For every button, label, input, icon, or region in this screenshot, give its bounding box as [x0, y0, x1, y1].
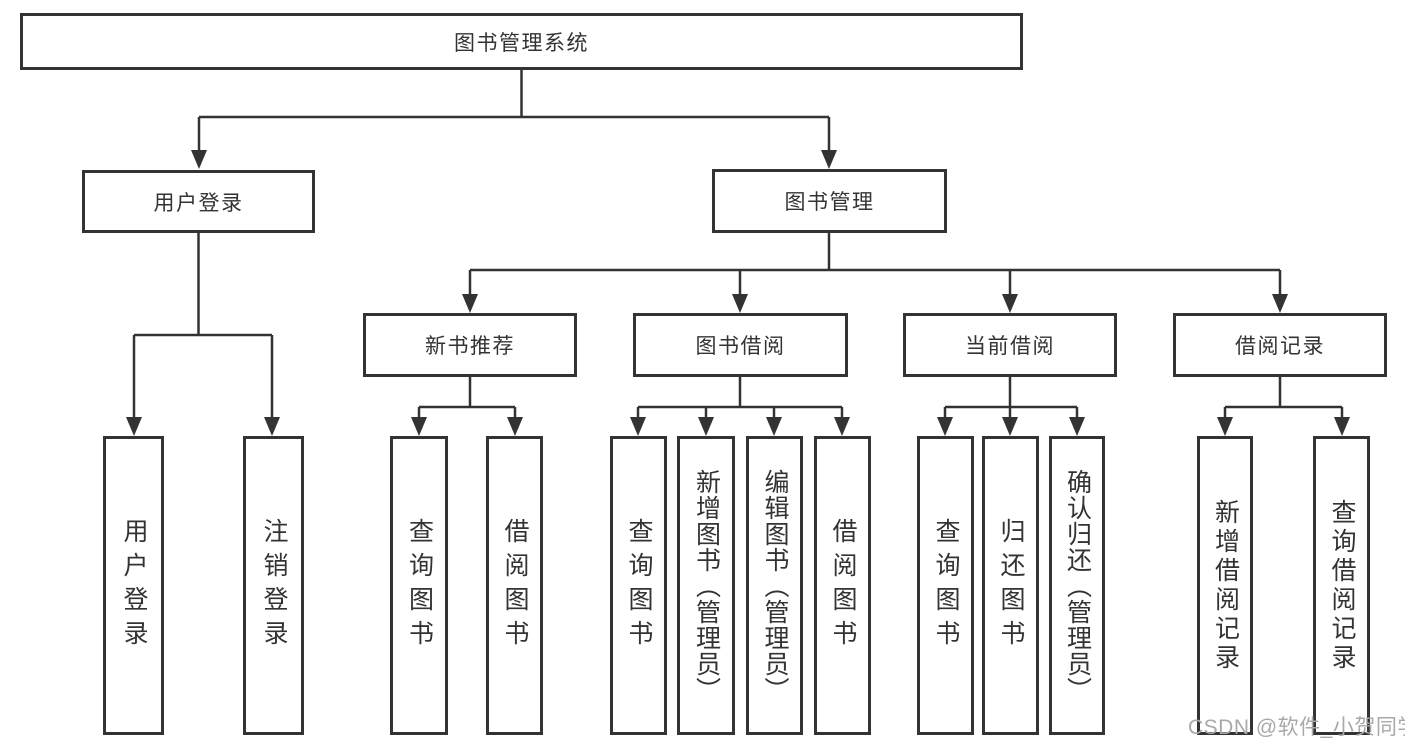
leaf-add-borrow-record: 新增借阅记录 [1197, 436, 1253, 735]
node-borrowing-records: 借阅记录 [1173, 313, 1387, 377]
node-new-book-recommendation: 新书推荐 [363, 313, 577, 377]
node-current-borrowing: 当前借阅 [903, 313, 1117, 377]
node-book-borrowing: 图书借阅 [633, 313, 848, 377]
leaf-label: 查询图书 [932, 517, 960, 654]
leaf-query-books-recommend: 查询图书 [390, 436, 448, 735]
leaf-label: 新增借阅记录 [1211, 498, 1240, 673]
node-book-management: 图书管理 [712, 169, 947, 233]
leaf-label: 注销登录 [260, 517, 288, 654]
leaf-query-books-borrow: 查询图书 [610, 436, 667, 735]
leaf-query-books-current: 查询图书 [917, 436, 974, 735]
leaf-edit-books-admin: 编辑图书（管理员） [746, 436, 803, 735]
leaf-logout: 注销登录 [243, 436, 304, 735]
leaf-label: 用户登录 [120, 517, 148, 654]
leaf-label: 查询图书 [405, 517, 434, 654]
leaf-label: 归还图书 [997, 517, 1025, 654]
leaf-confirm-return-admin: 确认归还（管理员） [1049, 436, 1105, 735]
node-user-login: 用户登录 [82, 170, 315, 233]
leaf-add-books-admin: 新增图书（管理员） [677, 436, 735, 735]
leaf-borrow-books-recommend: 借阅图书 [486, 436, 543, 735]
leaf-label: 编辑图书（管理员） [761, 468, 789, 703]
leaf-label: 借阅图书 [829, 517, 857, 654]
leaf-label: 查询图书 [625, 517, 653, 654]
leaf-label: 确认归还（管理员） [1063, 468, 1092, 703]
leaf-query-borrow-record: 查询借阅记录 [1313, 436, 1370, 735]
node-library-management-system: 图书管理系统 [20, 13, 1023, 70]
leaf-return-books: 归还图书 [982, 436, 1039, 735]
leaf-label: 新增图书（管理员） [692, 468, 721, 703]
csdn-watermark: CSDN @软件_小贺同学 [1188, 716, 1405, 739]
leaf-label: 借阅图书 [501, 517, 529, 654]
leaf-borrow-books: 借阅图书 [814, 436, 871, 735]
leaf-label: 查询借阅记录 [1328, 498, 1356, 673]
leaf-user-login: 用户登录 [103, 436, 164, 735]
